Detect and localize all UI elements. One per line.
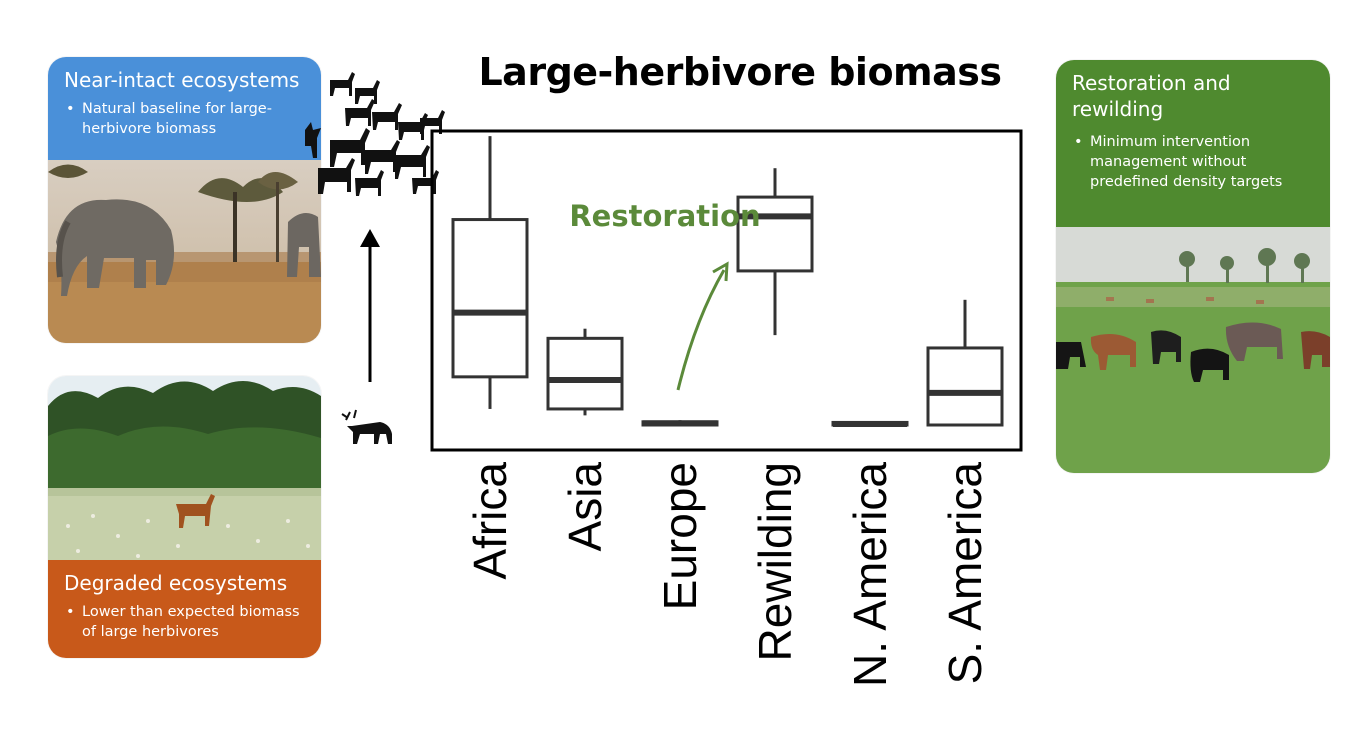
restoration-label: Restoration and rewilding Minimum interv… (1056, 60, 1330, 227)
tick-label-asia: Asia (559, 462, 611, 552)
degraded-card: Degraded ecosystems Lower than expected … (48, 376, 321, 658)
iqr-box-rewilding (736, 195, 814, 273)
restoration-bullet: Minimum intervention management without … (1072, 132, 1314, 192)
box-n-america (831, 420, 909, 428)
chart-title: Large-herbivore biomass (478, 50, 1002, 94)
tick-label-europe: Europe (654, 462, 706, 610)
iqr-box-asia (546, 336, 624, 411)
near-intact-bullet: Natural baseline for large-herbivore bio… (64, 99, 305, 139)
elephant-savanna-photo (48, 152, 321, 343)
restoration-arrowhead (712, 261, 729, 282)
iqr-box-africa (451, 218, 529, 379)
tick-label-n-america: N. America (844, 462, 896, 687)
box-asia (546, 328, 624, 416)
deer-grassland-photo (48, 376, 321, 566)
box-africa (451, 136, 529, 409)
near-intact-label: Near-intact ecosystems Natural baseline … (48, 57, 321, 160)
plot-frame (430, 129, 1023, 452)
single-deer-icon (341, 409, 392, 444)
cattle-pasture-photo (1056, 227, 1330, 473)
tick-label-rewilding: Rewilding (749, 462, 801, 661)
iqr-box-s-america (926, 346, 1004, 427)
box-s-america (926, 299, 1004, 427)
herbivore-herd-icon (305, 72, 445, 196)
box-rewilding (736, 168, 814, 336)
degraded-label: Degraded ecosystems Lower than expected … (48, 560, 321, 658)
tick-label-africa: Africa (464, 462, 516, 580)
degraded-bullet: Lower than expected biomass of large her… (64, 602, 305, 642)
restoration-label: Restoration (569, 199, 760, 233)
restoration-card: Restoration and rewilding Minimum interv… (1056, 60, 1330, 473)
box-europe (641, 420, 719, 427)
near-intact-title: Near-intact ecosystems (64, 68, 300, 92)
tick-labels-layer: Africa Asia Europe Rewilding N. America S. Am… (464, 462, 991, 687)
tick-label-s-america: S. America (939, 462, 991, 685)
near-intact-card: Near-intact ecosystems Natural baseline … (48, 57, 321, 343)
boxes-layer (451, 136, 1004, 428)
restoration-annotation: Restoration (569, 199, 761, 391)
degraded-title: Degraded ecosystems (64, 571, 288, 595)
restoration-arrow (676, 269, 726, 391)
restoration-title: Restoration and rewilding (1072, 71, 1231, 121)
up-arrow-icon (360, 229, 380, 382)
